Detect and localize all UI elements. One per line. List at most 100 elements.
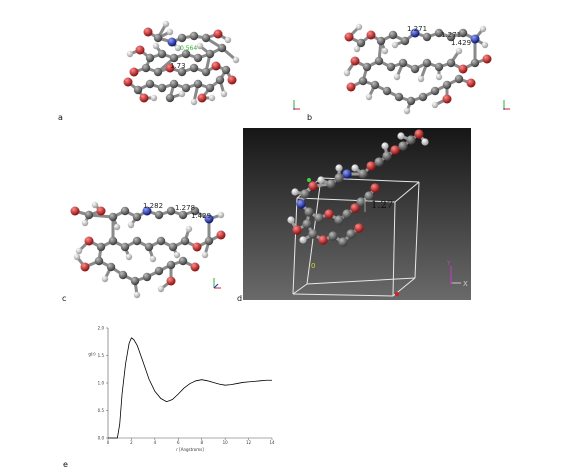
carbon-atom	[446, 32, 456, 42]
hydrogen-atom	[291, 188, 299, 196]
atoms	[343, 23, 492, 115]
oxygen-atom	[458, 64, 468, 74]
cell-edge	[296, 197, 396, 203]
carbon-atom	[398, 141, 408, 151]
y-tick-label: 2.0	[98, 326, 105, 331]
distance-label: 1.282	[143, 202, 163, 210]
hydrogen-atom	[81, 219, 89, 227]
nitrogen-atom	[142, 206, 152, 216]
hydrogen-atom	[353, 45, 361, 53]
y-tick-label: 1.5	[98, 353, 105, 358]
hydrogen-atom	[162, 20, 170, 28]
hydrogen-atom	[365, 93, 373, 101]
carbon-atom	[364, 191, 374, 201]
carbon-atom	[358, 76, 368, 86]
carbon-atom	[133, 85, 143, 95]
hydrogen-atom	[220, 90, 228, 98]
carbon-atom	[356, 197, 366, 207]
carbon-atom	[342, 209, 352, 219]
carbon-atom	[382, 86, 392, 96]
cell-edge	[394, 181, 420, 203]
carbon-atom	[108, 236, 118, 246]
carbon-atom	[178, 256, 188, 266]
oxygen-atom	[390, 145, 400, 155]
carbon-atom	[108, 212, 118, 222]
carbon-atom	[370, 80, 380, 90]
hydrogen-atom	[201, 251, 209, 259]
hydrogen-atom	[113, 223, 121, 231]
hydrogen-atom	[481, 41, 489, 49]
carbon-atom	[181, 49, 191, 59]
panel-label-c: c	[62, 294, 67, 303]
carbon-atom	[168, 242, 178, 252]
oxygen-atom	[366, 30, 376, 40]
carbon-atom	[132, 236, 142, 246]
hydrogen-atom	[178, 90, 186, 98]
carbon-atom	[156, 236, 166, 246]
carbon-atom	[304, 207, 314, 217]
hydrogen-atom	[287, 216, 295, 224]
cell-edge	[292, 293, 394, 297]
oxygen-atom	[370, 183, 380, 193]
hydrogen-atom	[393, 73, 401, 81]
panel-label-a: a	[58, 113, 63, 122]
y-tick-label: 1.0	[98, 381, 105, 386]
oxygen-atom	[139, 93, 149, 103]
hydrogen-atom	[149, 255, 157, 263]
carbon-atom	[418, 92, 428, 102]
carbon-atom	[169, 79, 179, 89]
carbon-atom	[157, 49, 167, 59]
x-tick-label: 12	[246, 440, 252, 445]
axis-origin-marker	[307, 178, 311, 182]
cell-edge	[306, 277, 416, 285]
hydrogen-atom	[355, 23, 363, 31]
hydrogen-atom	[125, 253, 133, 261]
carbon-atom	[165, 93, 175, 103]
carbon-atom	[94, 256, 104, 266]
hydrogen-atom	[73, 253, 81, 261]
carbon-atom	[120, 242, 130, 252]
carbon-atom	[358, 169, 368, 179]
carbon-atom	[458, 28, 468, 38]
carbon-atom	[205, 49, 215, 59]
carbon-atom	[84, 210, 94, 220]
distance-label: 1.271	[407, 25, 427, 33]
x-axis-label: X	[463, 280, 468, 288]
oxygen-atom	[482, 54, 492, 64]
y-tick-label: 0.0	[98, 436, 105, 441]
carbon-atom	[144, 242, 154, 252]
carbon-atom	[153, 33, 163, 43]
cell-edge	[292, 283, 308, 295]
nitrogen-atom	[342, 169, 352, 179]
carbon-atom	[374, 157, 384, 167]
series-line	[108, 337, 272, 439]
carbon-atom	[434, 28, 444, 38]
atoms	[70, 201, 226, 299]
carbon-atom	[189, 31, 199, 41]
carbon-atom	[154, 210, 164, 220]
hydrogen-atom	[217, 211, 225, 219]
hydrogen-atom	[232, 56, 240, 64]
carbon-atom	[430, 86, 440, 96]
carbon-atom	[205, 83, 215, 93]
oxygen-atom	[166, 276, 176, 286]
carbon-atom	[217, 43, 227, 53]
oxygen-atom	[366, 161, 376, 171]
carbon-atom	[181, 83, 191, 93]
carbon-atom	[422, 32, 432, 42]
hydrogen-atom	[317, 176, 325, 184]
carbon-atom	[388, 30, 398, 40]
distance-label: 1.429	[191, 212, 211, 220]
oxygen-atom	[211, 61, 221, 71]
carbon-atom	[338, 237, 348, 247]
carbon-atom	[177, 67, 187, 77]
carbon-atom	[314, 213, 324, 223]
carbon-atom	[308, 229, 318, 239]
carbon-atom	[394, 92, 404, 102]
carbon-atom	[120, 206, 130, 216]
oxygen-atom	[227, 75, 237, 85]
oxygen-atom	[165, 63, 175, 73]
